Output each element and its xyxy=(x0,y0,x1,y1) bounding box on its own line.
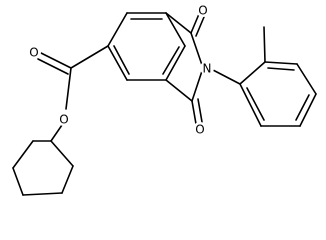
svg-text:O: O xyxy=(29,46,38,60)
svg-text:O: O xyxy=(198,4,207,18)
imide-ring xyxy=(165,12,204,102)
svg-text:O: O xyxy=(195,123,204,137)
cyclohexyl-ring xyxy=(12,124,74,196)
o-tolyl-ring xyxy=(212,61,317,127)
imide-bottom-carbonyl xyxy=(191,98,203,125)
fused-benzene-ring xyxy=(107,12,186,81)
atom-label-imide-top-o: O xyxy=(196,3,210,18)
atom-label-nitrogen: N xyxy=(200,61,214,76)
molecule-structure: O O O O N xyxy=(12,3,317,196)
imide-top-carbonyl xyxy=(190,13,205,37)
atom-label-ester-ether-o: O xyxy=(57,112,71,127)
methyl-bond xyxy=(263,26,266,63)
atom-label-ester-carbonyl-o: O xyxy=(27,45,41,60)
svg-text:O: O xyxy=(59,113,68,127)
svg-text:N: N xyxy=(203,62,212,76)
atom-label-imide-bottom-o: O xyxy=(193,122,207,137)
ester-group xyxy=(37,45,109,110)
